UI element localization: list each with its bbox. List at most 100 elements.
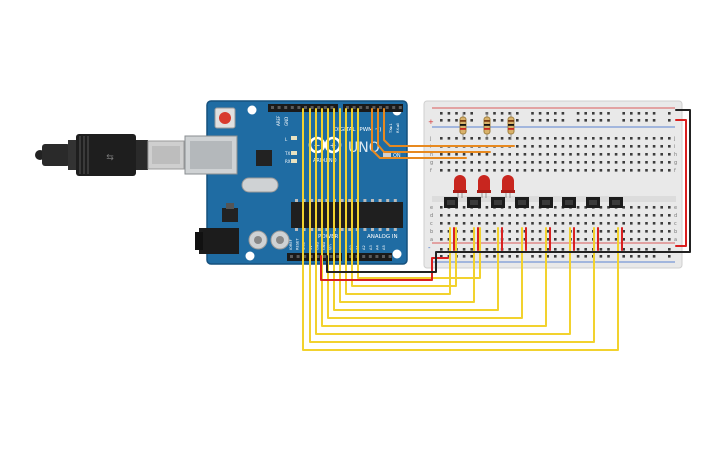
breadboard-hole[interactable]	[569, 145, 572, 148]
breadboard-hole[interactable]	[447, 238, 451, 241]
header-pin[interactable]	[323, 106, 327, 109]
breadboard-hole[interactable]	[622, 153, 625, 156]
breadboard-hole[interactable]	[500, 169, 504, 172]
breadboard-hole[interactable]	[569, 222, 572, 225]
rail-hole[interactable]	[668, 248, 671, 251]
pushbutton[interactable]	[515, 197, 529, 208]
breadboard-hole[interactable]	[538, 222, 542, 225]
pushbutton[interactable]	[586, 197, 600, 208]
breadboard-hole[interactable]	[538, 230, 542, 233]
rail-hole[interactable]	[462, 255, 466, 258]
header-pin[interactable]	[346, 106, 349, 109]
breadboard-hole[interactable]	[630, 206, 633, 209]
breadboard-hole[interactable]	[607, 206, 610, 209]
breadboard-hole[interactable]	[607, 214, 610, 217]
rail-hole[interactable]	[554, 255, 557, 258]
breadboard-hole[interactable]	[645, 238, 648, 241]
breadboard-hole[interactable]	[592, 161, 595, 164]
rail-hole[interactable]	[500, 112, 504, 115]
rail-hole[interactable]	[622, 255, 625, 258]
header-pin[interactable]	[365, 106, 369, 109]
breadboard-hole[interactable]	[660, 153, 663, 156]
breadboard-hole[interactable]	[455, 137, 458, 140]
breadboard-hole[interactable]	[478, 161, 481, 164]
breadboard-hole[interactable]	[584, 169, 587, 172]
breadboard-hole[interactable]	[599, 214, 603, 217]
breadboard-hole[interactable]	[599, 153, 603, 156]
header-pin[interactable]	[297, 106, 301, 109]
breadboard-hole[interactable]	[470, 214, 473, 217]
breadboard-hole[interactable]	[508, 137, 511, 140]
resistor[interactable]	[483, 112, 491, 140]
header-pin[interactable]	[379, 106, 382, 109]
breadboard-hole[interactable]	[531, 230, 534, 233]
header-pin[interactable]	[352, 106, 356, 109]
wire-orange[interactable]	[371, 108, 467, 159]
rail-hole[interactable]	[607, 112, 610, 115]
rail-hole[interactable]	[508, 112, 511, 115]
breadboard-hole[interactable]	[668, 206, 671, 209]
breadboard-hole[interactable]	[470, 153, 473, 156]
rail-hole[interactable]	[538, 255, 542, 258]
breadboard-hole[interactable]	[440, 137, 443, 140]
breadboard-hole[interactable]	[630, 145, 633, 148]
breadboard-hole[interactable]	[607, 145, 610, 148]
breadboard-hole[interactable]	[576, 145, 580, 148]
breadboard-hole[interactable]	[576, 161, 580, 164]
breadboard-hole[interactable]	[462, 153, 466, 156]
breadboard-hole[interactable]	[592, 214, 595, 217]
header-pin[interactable]	[385, 106, 389, 109]
breadboard-hole[interactable]	[531, 153, 534, 156]
breadboard-hole[interactable]	[630, 230, 633, 233]
header-pin[interactable]	[392, 106, 396, 109]
breadboard-hole[interactable]	[554, 230, 557, 233]
breadboard-hole[interactable]	[554, 161, 557, 164]
rail-hole[interactable]	[607, 255, 610, 258]
breadboard-hole[interactable]	[622, 145, 625, 148]
breadboard-hole[interactable]	[500, 161, 504, 164]
rail-hole[interactable]	[531, 112, 534, 115]
breadboard-hole[interactable]	[637, 222, 641, 225]
breadboard-hole[interactable]	[668, 145, 671, 148]
breadboard-hole[interactable]	[660, 169, 663, 172]
wire-yellow[interactable]	[351, 108, 457, 287]
breadboard-hole[interactable]	[622, 206, 625, 209]
rail-hole[interactable]	[500, 255, 504, 258]
breadboard-hole[interactable]	[485, 169, 489, 172]
breadboard-hole[interactable]	[637, 214, 641, 217]
breadboard-hole[interactable]	[447, 214, 451, 217]
breadboard-hole[interactable]	[622, 238, 625, 241]
breadboard-hole[interactable]	[569, 169, 572, 172]
breadboard-hole[interactable]	[584, 161, 587, 164]
breadboard-hole[interactable]	[440, 214, 443, 217]
breadboard-hole[interactable]	[478, 169, 481, 172]
header-pin[interactable]	[284, 106, 288, 109]
breadboard-hole[interactable]	[470, 238, 473, 241]
rail-hole[interactable]	[508, 255, 511, 258]
rail-hole[interactable]	[554, 112, 557, 115]
breadboard-hole[interactable]	[493, 137, 496, 140]
breadboard-hole[interactable]	[614, 214, 618, 217]
breadboard-hole[interactable]	[645, 214, 648, 217]
breadboard-hole[interactable]	[614, 230, 618, 233]
breadboard-hole[interactable]	[614, 137, 618, 140]
rail-hole[interactable]	[462, 112, 466, 115]
breadboard-hole[interactable]	[584, 230, 587, 233]
breadboard-hole[interactable]	[485, 161, 489, 164]
breadboard-hole[interactable]	[645, 161, 648, 164]
breadboard-hole[interactable]	[516, 161, 519, 164]
header-pin[interactable]	[290, 255, 293, 258]
rail-hole[interactable]	[493, 119, 496, 122]
rail-hole[interactable]	[516, 119, 519, 122]
wire-yellow[interactable]	[315, 108, 571, 335]
breadboard-hole[interactable]	[630, 222, 633, 225]
rail-hole[interactable]	[462, 248, 466, 251]
rail-hole[interactable]	[630, 248, 633, 251]
breadboard-hole[interactable]	[584, 153, 587, 156]
breadboard-hole[interactable]	[660, 161, 663, 164]
rail-hole[interactable]	[622, 119, 625, 122]
rail-hole[interactable]	[652, 255, 656, 258]
breadboard-hole[interactable]	[660, 222, 663, 225]
header-pin[interactable]	[330, 106, 334, 109]
header-pin[interactable]	[349, 255, 352, 258]
